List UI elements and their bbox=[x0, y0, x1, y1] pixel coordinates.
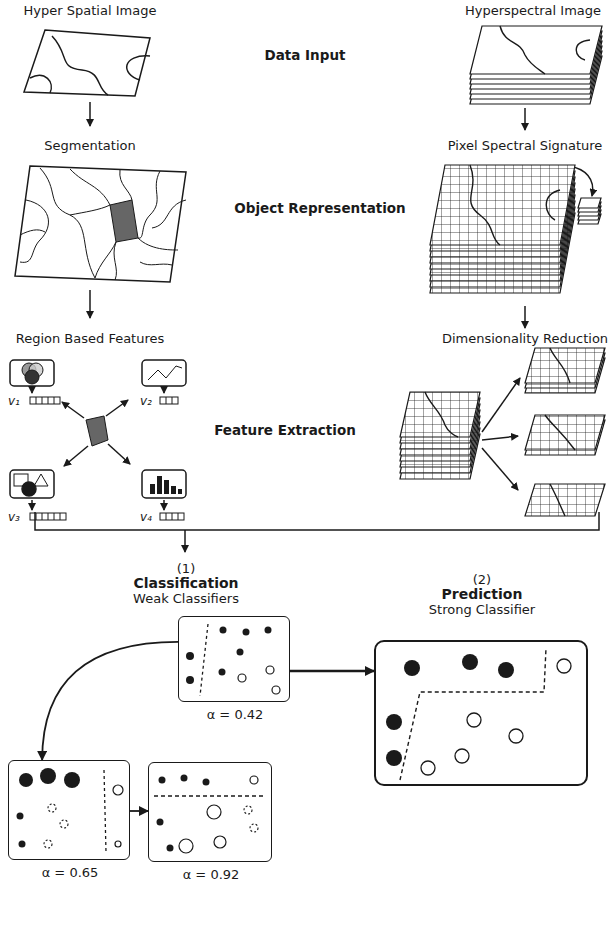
section-heading: Object Representation bbox=[234, 200, 405, 216]
vector-label: v₁ bbox=[8, 393, 20, 409]
step-label: Hyper Spatial Image bbox=[24, 3, 157, 19]
stage-title: Classification bbox=[133, 576, 238, 591]
vector-label: v₂ bbox=[140, 393, 152, 409]
weight-label: α = 0.92 bbox=[183, 867, 240, 882]
step-label: Segmentation bbox=[44, 138, 135, 154]
weak-classifier-box: α = 0.92 bbox=[148, 762, 272, 862]
stage-subtitle: Strong Classifier bbox=[429, 602, 535, 617]
scatter-plot bbox=[178, 616, 290, 702]
step-label: Hyperspectral Image bbox=[465, 3, 601, 19]
step-label: Region Based Features bbox=[16, 331, 165, 347]
scatter-plot bbox=[148, 762, 272, 862]
strong-classifier-box: (2)PredictionStrong Classifier bbox=[374, 640, 588, 786]
stage-number: (1) bbox=[177, 561, 195, 576]
step-label: Pixel Spectral Signature bbox=[448, 138, 603, 154]
stage-number: (2) bbox=[473, 572, 491, 587]
vector-label: v₄ bbox=[140, 509, 152, 525]
stage-subtitle: Weak Classifiers bbox=[133, 591, 239, 606]
flow-arrow bbox=[130, 810, 148, 812]
flow-arrow bbox=[290, 670, 374, 673]
section-heading: Data Input bbox=[265, 47, 346, 63]
vector-label: v₃ bbox=[8, 509, 20, 525]
weak-classifier-box: (1)ClassificationWeak Classifiersα = 0.4… bbox=[178, 616, 290, 702]
scatter-plot bbox=[374, 640, 588, 786]
stage-title: Prediction bbox=[442, 587, 523, 602]
weight-label: α = 0.65 bbox=[42, 865, 99, 880]
weight-label: α = 0.42 bbox=[207, 707, 264, 722]
flow-arrow bbox=[42, 642, 178, 760]
section-heading: Feature Extraction bbox=[214, 422, 356, 438]
step-label: Dimensionality Reduction bbox=[442, 331, 608, 347]
scatter-plot bbox=[8, 760, 130, 860]
weak-classifier-box: α = 0.65 bbox=[8, 760, 130, 860]
